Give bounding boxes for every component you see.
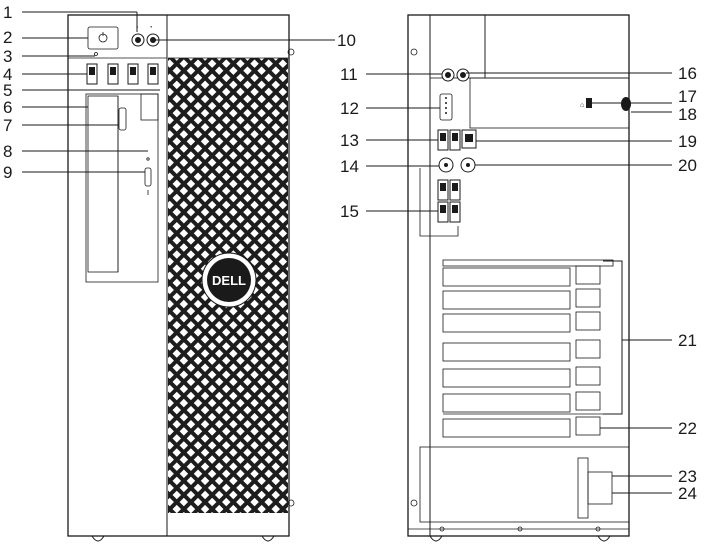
callout-19: 19 <box>678 132 697 151</box>
callout-4: 4 <box>3 65 12 84</box>
callout-3: 3 <box>3 47 12 66</box>
callout-6: 6 <box>3 98 12 117</box>
padlock-ring[interactable] <box>621 97 631 111</box>
mouse-ps2-port[interactable] <box>438 157 454 173</box>
callout-2: 2 <box>3 28 12 47</box>
callout-24: 24 <box>678 484 697 503</box>
callout-20: 20 <box>678 156 697 175</box>
callout-10: 10 <box>337 31 356 50</box>
callout-17: 17 <box>678 87 697 106</box>
callout-16: 16 <box>678 64 697 83</box>
power-supply <box>419 446 630 523</box>
callout-15: 15 <box>340 202 359 221</box>
callout-1: 1 <box>3 3 12 22</box>
callout-12: 12 <box>340 99 359 118</box>
drive-activity-light <box>94 52 98 56</box>
slim-drive-eject-button[interactable] <box>144 167 152 187</box>
security-cable-slot[interactable] <box>586 98 592 108</box>
serial-port[interactable] <box>439 93 453 121</box>
front-usb-ports[interactable] <box>86 63 159 85</box>
callout-13: 13 <box>340 131 359 150</box>
svg-text:⌂: ⌂ <box>580 102 584 109</box>
callout-21: 21 <box>678 331 697 350</box>
dell-logo: DELL <box>201 252 257 308</box>
callout-9: 9 <box>3 163 12 182</box>
callout-23: 23 <box>678 467 697 486</box>
expansion-card-slots <box>442 259 614 438</box>
back-chassis <box>407 14 630 537</box>
optical-eject-button[interactable] <box>118 107 127 131</box>
callout-8: 8 <box>3 142 12 161</box>
optical-drive-bay <box>85 93 159 283</box>
headset-jack-icon[interactable] <box>131 33 145 47</box>
callout-11: 11 <box>340 65 358 84</box>
callout-22: 22 <box>678 419 697 438</box>
callout-14: 14 <box>340 157 359 176</box>
callout-5: 5 <box>3 81 12 100</box>
leader-lines <box>22 11 672 494</box>
back-line-in-jack[interactable] <box>441 68 455 82</box>
callout-numbers: 1 2 3 4 5 6 7 8 9 10 11 12 13 14 15 16 1… <box>3 3 697 503</box>
keyboard-ps2-port[interactable] <box>460 157 476 173</box>
line-out-jack-icon[interactable] <box>146 33 160 47</box>
back-view: ⌂ <box>407 14 631 542</box>
callout-18: 18 <box>678 105 697 124</box>
front-view: ◔ ◔ <box>67 14 295 542</box>
callout-7: 7 <box>3 116 12 135</box>
svg-text:◔: ◔ <box>149 25 153 31</box>
network-port[interactable] <box>461 129 477 149</box>
back-usb3-ports[interactable] <box>437 179 461 223</box>
dell-logo-text: DELL <box>212 273 246 288</box>
back-line-out-jack[interactable] <box>456 68 470 82</box>
